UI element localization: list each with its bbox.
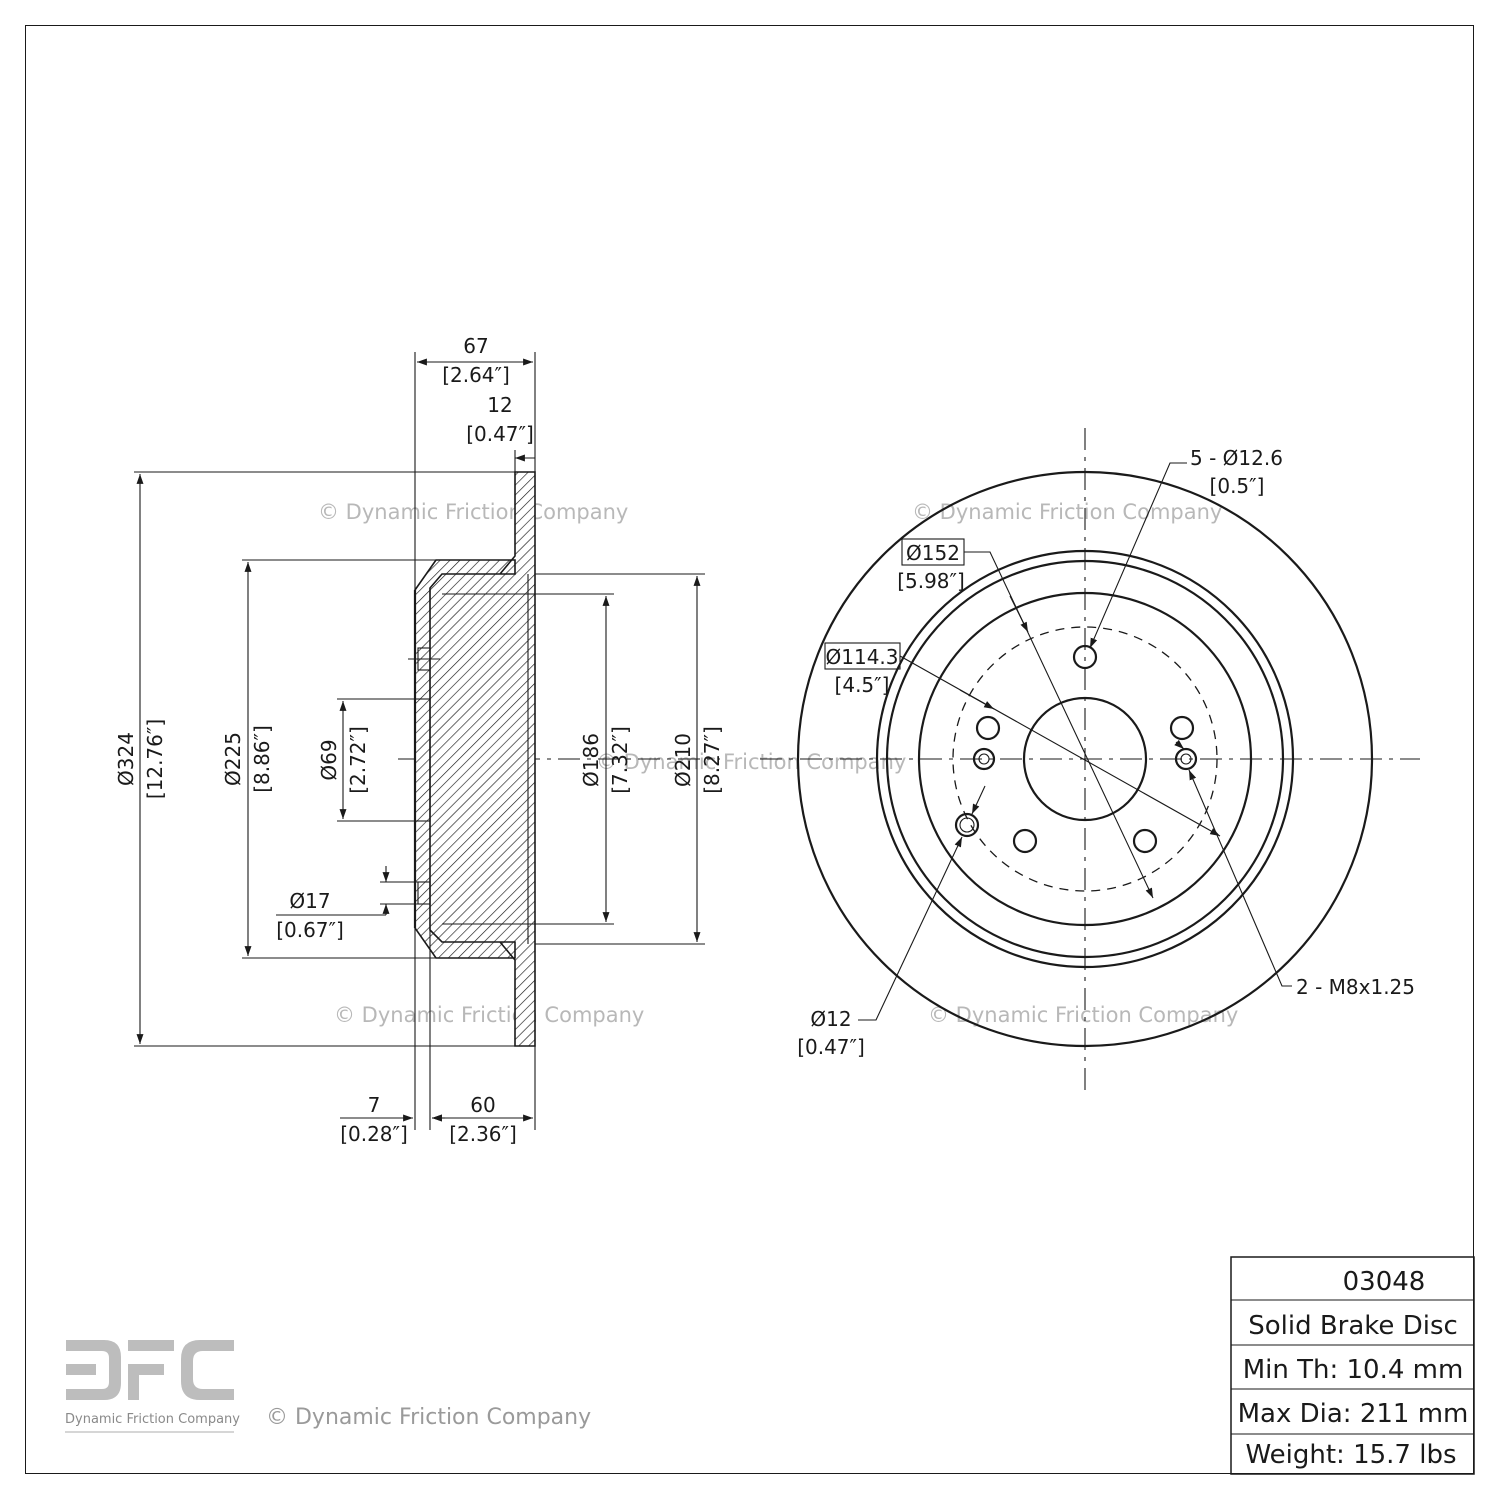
label-pcd-outer-mm: Ø152: [906, 541, 960, 565]
leader-114-tick: [959, 689, 995, 710]
threaded-hole: [1174, 747, 1198, 771]
watermark-text: © Dynamic Friction Company: [334, 1003, 644, 1027]
rotor-section-hatch: [414, 471, 536, 1047]
dim-center-bore-mm: Ø69: [317, 739, 341, 780]
dim-outer-diameter-mm: Ø324: [114, 732, 138, 786]
dim-hat-diameter-mm: Ø225: [221, 732, 245, 786]
bolt-hole: [1132, 828, 1158, 854]
dim-offset-in: [2.36″]: [449, 1122, 517, 1146]
dim-hat-thickness-in: [0.28″]: [340, 1122, 408, 1146]
threaded-hole-inner: [978, 753, 990, 765]
leader-152: [964, 551, 1154, 899]
label-threaded-holes: 2 - M8x1.25: [1296, 975, 1415, 999]
leader-pin-hole-tick: [971, 785, 986, 815]
logo-letter-f: [128, 1364, 164, 1375]
leader-114: [899, 655, 1221, 837]
threaded-hole: [972, 747, 996, 771]
label-bolt-circle-mm: Ø114.3: [826, 645, 899, 669]
dim-offset-mm: 60: [470, 1093, 495, 1117]
logo-letter-f: [128, 1364, 139, 1400]
bolt-circle-hidden: [952, 626, 1218, 892]
min-thickness: Min Th: 10.4 mm: [1243, 1355, 1464, 1385]
dim-center-bore-in: [2.72″]: [346, 726, 370, 794]
center-bore: [1022, 696, 1148, 822]
bolt-hole: [1169, 715, 1195, 741]
dim-drum-diameter-in: [8.27″]: [700, 726, 724, 794]
bolt-hole: [1072, 644, 1098, 670]
dfc-logo: Dynamic Friction Company: [65, 1340, 240, 1433]
watermark-text: © Dynamic Friction Company: [928, 1003, 1238, 1027]
logo-letter-d-bar: [66, 1364, 96, 1375]
pin-hole-inner: [959, 817, 975, 833]
leader-threaded-holes: [1188, 769, 1292, 987]
dim-inner-hat-in: [7.32″]: [608, 726, 632, 794]
spec-table-border: [1230, 1256, 1475, 1475]
logo-letter-c: [181, 1340, 234, 1400]
dim-overall-width-mm: 67: [463, 334, 488, 358]
watermark-text: © Dynamic Friction Company: [912, 500, 1222, 524]
leader-bolt-holes: [1089, 462, 1187, 649]
bolt-hole: [1012, 828, 1038, 854]
max-diameter: Max Dia: 211 mm: [1238, 1399, 1469, 1429]
label-pcd-outer-in: [5.98″]: [897, 569, 965, 593]
label-pin-hole-mm: Ø12: [810, 1007, 851, 1031]
stud-hole-section: [417, 881, 431, 905]
logo-letter-d: [66, 1340, 121, 1400]
dim-drum-diameter-mm: Ø210: [671, 733, 695, 787]
drawing-frame: [25, 25, 1474, 1474]
product-type: Solid Brake Disc: [1248, 1311, 1458, 1341]
watermark-text: © Dynamic Friction Company: [318, 500, 628, 524]
part-number: 03048: [1343, 1267, 1426, 1297]
front-view: 5 - Ø12.6 [0.5″] Ø152 [5.98″] Ø114.3 [4.…: [760, 428, 1420, 1092]
dim-outer-diameter-in: [12.76″]: [143, 719, 167, 799]
dim-hat-diameter-in: [8.86″]: [250, 725, 274, 793]
label-pin-hole-in: [0.47″]: [797, 1035, 865, 1059]
weight: Weight: 15.7 lbs: [1245, 1440, 1456, 1470]
rotor-friction-inner-edge: [875, 549, 1295, 969]
dim-overall-width-in: [2.64″]: [442, 363, 510, 387]
watermark-text: © Dynamic Friction Company: [596, 750, 906, 774]
dim-stud-hole-mm: Ø17: [289, 889, 330, 913]
side-section-view: 67 [2.64″] 12 [0.47″] Ø324 [12.76″] Ø225…: [114, 334, 724, 1146]
logo-letter-f: [128, 1340, 174, 1351]
copyright-text: © Dynamic Friction Company: [266, 1405, 591, 1430]
logo-caption: Dynamic Friction Company: [65, 1412, 240, 1427]
hat-outer-edge: [885, 559, 1285, 959]
rotor-outer-edge: [796, 470, 1374, 1048]
dim-thickness-in: [0.47″]: [466, 422, 534, 446]
spec-table: 03048 Solid Brake Disc Min Th: 10.4 mm M…: [1230, 1256, 1475, 1475]
leader-threaded-tick: [1174, 739, 1185, 750]
label-bolt-circle-in: [4.5″]: [835, 673, 890, 697]
dim-thickness-mm: 12: [487, 393, 512, 417]
leader-152-tick: [1009, 595, 1029, 633]
pin-hole: [954, 812, 980, 838]
bolt-hole: [975, 715, 1001, 741]
threaded-hole-inner: [1180, 753, 1192, 765]
hat-face-edge: [917, 591, 1253, 927]
dim-stud-hole-in: [0.67″]: [276, 918, 344, 942]
label-bolt-holes-mm: 5 - Ø12.6: [1190, 446, 1283, 470]
dim-inner-hat-mm: Ø186: [579, 733, 603, 787]
label-bolt-holes-in: [0.5″]: [1210, 474, 1265, 498]
dim-hat-thickness-mm: 7: [368, 1093, 381, 1117]
leader-pin-hole: [858, 836, 963, 1021]
